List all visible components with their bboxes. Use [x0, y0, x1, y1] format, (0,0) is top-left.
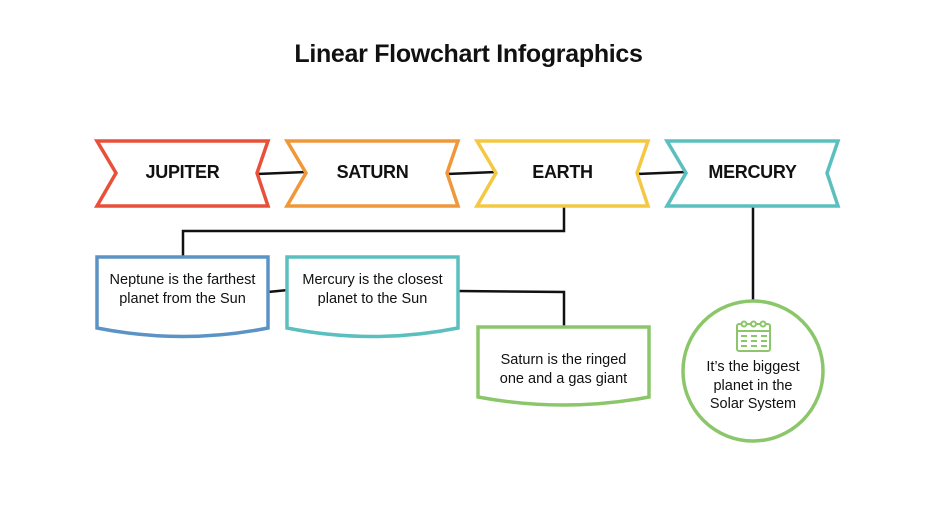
box-mercury-shape	[285, 255, 460, 339]
ribbon-saturn-shape	[283, 139, 461, 208]
ribbon-jupiter: JUPITER	[145, 162, 220, 182]
box-saturn-shape	[476, 325, 651, 407]
ribbon-earth: EARTH	[532, 162, 593, 182]
box-mercury-text: Mercury is the closest planet to the Sun	[302, 272, 443, 307]
connector-earth-neptune	[181, 206, 566, 258]
connector-saturn-earth	[446, 170, 497, 176]
page-title: Linear Flowchart Infographics	[294, 40, 643, 68]
connector-neptune-mercury	[267, 288, 289, 294]
ribbon-earth-shape	[473, 139, 651, 208]
circle-shape	[681, 299, 825, 443]
circle-text: It’s the biggest planet in the Solar Sys…	[706, 359, 800, 412]
box-neptune-text: Neptune is the farthest planet from the …	[109, 272, 256, 307]
connector-jupiter-saturn	[256, 170, 307, 176]
box-saturn-text: Saturn is the ringed one and a gas giant	[499, 352, 628, 387]
ribbon-jupiter-shape	[93, 139, 271, 208]
connector-earth-mercury	[636, 170, 687, 176]
calendar-icon	[736, 320, 771, 352]
box-neptune-shape	[95, 255, 270, 339]
ribbon-saturn: SATURN	[336, 162, 409, 182]
ribbon-mercury-shape	[663, 139, 841, 208]
ribbon-mercury: MERCURY	[708, 162, 797, 182]
connectors	[181, 170, 755, 328]
connector-mercury-saturn	[457, 289, 566, 328]
